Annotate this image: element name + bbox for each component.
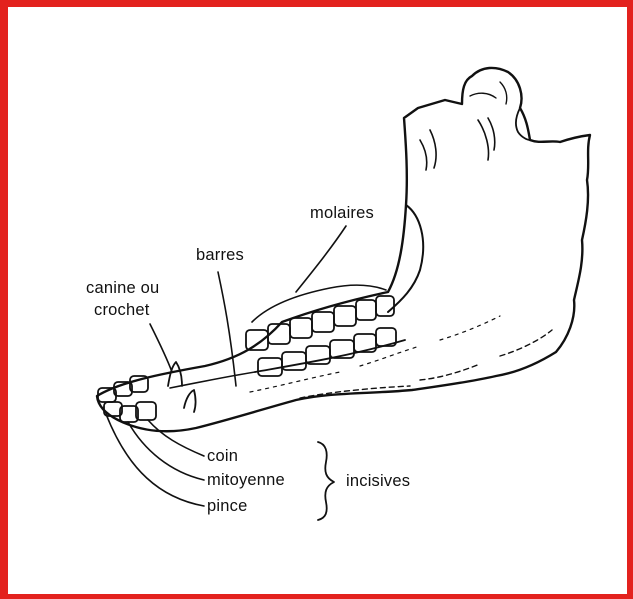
- label-barres: barres: [196, 245, 244, 266]
- ramus-hatching: [420, 118, 495, 170]
- lower-molar-row: [258, 328, 396, 376]
- label-molaires: molaires: [310, 203, 374, 224]
- molaires-bracket: [252, 285, 386, 322]
- canine-tooth-lower: [184, 390, 196, 412]
- label-canine-line1: canine ou: [86, 278, 159, 299]
- label-pince: pince: [207, 496, 247, 517]
- label-mitoyenne: mitoyenne: [207, 470, 285, 491]
- label-canine-line2: crochet: [94, 300, 150, 321]
- label-coin: coin: [207, 446, 238, 467]
- upper-molar-row: [246, 296, 394, 350]
- incisives-brace: [318, 442, 334, 520]
- barres-leader: [218, 272, 236, 386]
- body-hatching: [250, 316, 500, 392]
- canine-leader: [150, 324, 172, 372]
- condyle-texture: [470, 82, 507, 104]
- molaires-leader: [296, 226, 346, 292]
- label-incisives: incisives: [346, 471, 410, 492]
- coin-leader: [148, 420, 204, 456]
